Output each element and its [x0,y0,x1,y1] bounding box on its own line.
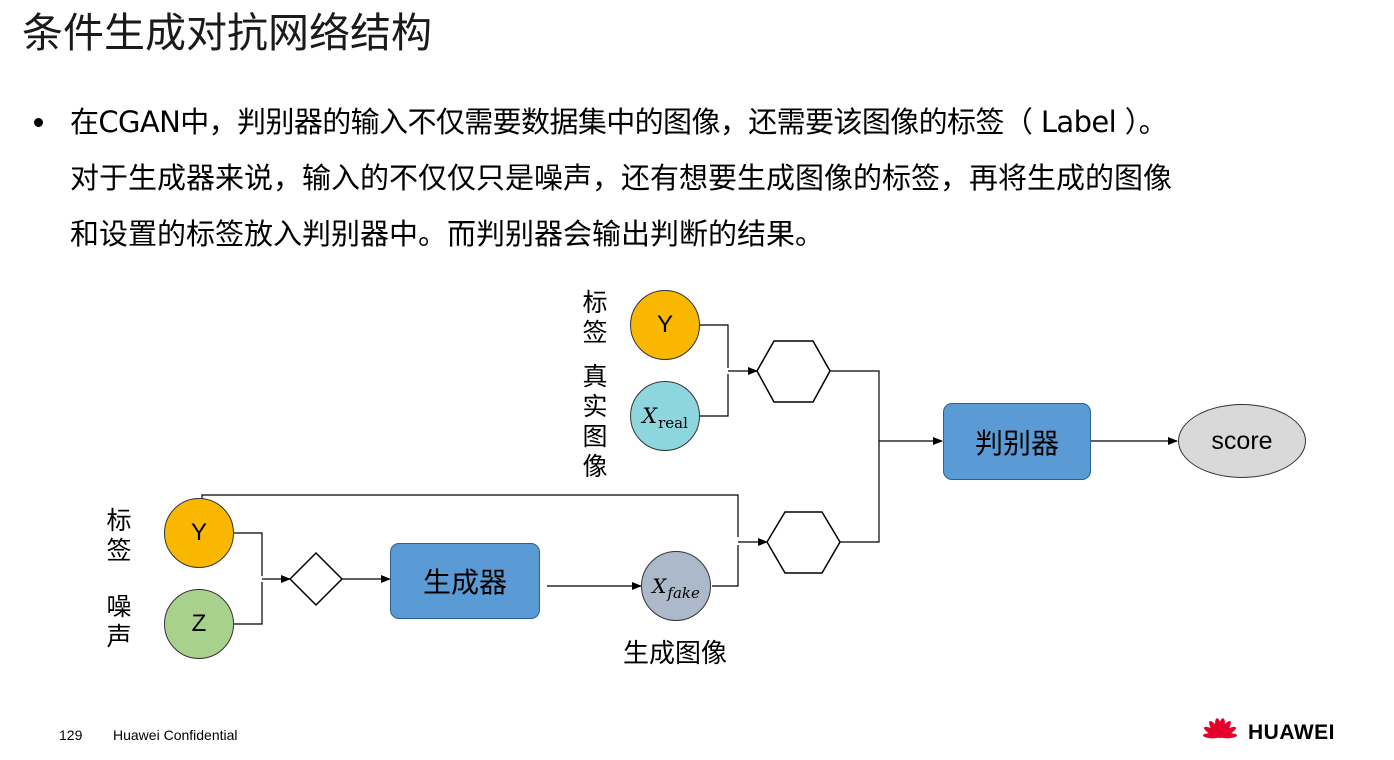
noise-node-z: Z [164,589,234,659]
noise-label: 噪声 [106,592,132,651]
generator-label: 生成器 [422,566,507,599]
score-node: score [1178,404,1306,478]
connector-label-skip [201,494,739,537]
discriminator-box: 判别器 [943,403,1091,480]
bullet-line-2: 对于生成器来说，输入的不仅仅只是噪声，还有想要生成图像的标签，再将生成的图像 [70,161,1173,195]
fake-image-node-symbol: X [652,574,667,598]
hexagon-real-merge [756,340,831,403]
score-label: score [1211,426,1273,455]
label-node-y-top: Y [630,290,700,360]
brand-logo: HUAWEI [1198,716,1335,750]
diamond-concat [288,551,344,607]
bullet-line-3: 和设置的标签放入判别器中。而判别器会输出判断的结果。 [70,217,825,251]
connector-hex-real-to-discriminator [830,370,880,440]
confidential-notice: Huawei Confidential [113,727,238,743]
discriminator-label: 判别器 [974,426,1059,460]
real-image-node-symbol: X [642,404,658,428]
connector-x-fake [712,545,739,587]
connector-z [234,582,263,625]
bullet-line-1: 在CGAN中，判别器的输入不仅需要数据集中的图像，还需要该图像的标签（ Labe… [70,105,1168,139]
label-node-y-bottom-text: Y [190,519,207,546]
connector-y-bottom [234,532,263,576]
label-text-bottom: 标签 [106,506,132,565]
label-node-y-bottom: Y [164,498,234,568]
real-image-label: 真实图像 [582,362,608,481]
connector-y-top [700,324,729,368]
brand-name: HUAWEI [1248,721,1335,744]
generator-box: 生成器 [390,543,540,619]
real-image-node-subscript: real [658,414,688,432]
huawei-petals-icon [1203,718,1237,739]
connector-hex-fake-to-discriminator [840,440,880,543]
label-node-y-top-text: Y [656,311,673,338]
page-number: 129 [59,727,83,743]
hexagon-fake-merge [766,511,841,574]
fake-image-node-subscript: fake [667,584,700,602]
generated-image-caption: 生成图像 [623,639,728,669]
bullet-dot [34,118,43,127]
slide-title: 条件生成对抗网络结构 [22,9,432,57]
connector-x-real [700,374,729,417]
label-text-top: 标签 [582,288,608,347]
noise-node-z-text: Z [191,610,207,637]
